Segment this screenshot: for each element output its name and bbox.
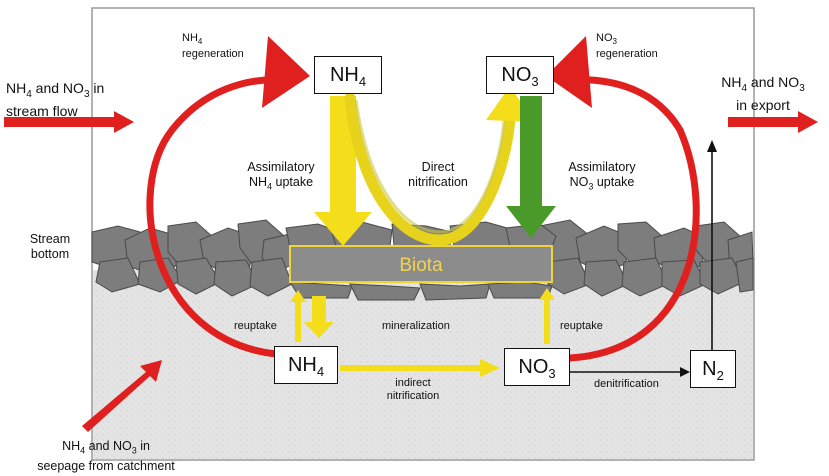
seepage-c: in [136,439,150,453]
no3-regeneration-label: NO3 regeneration [596,32,658,61]
no3-bottom-box: NO3 [504,348,570,386]
inflow-label: NH4 and NO3 in stream flow [6,80,104,120]
seepage-b: and NO [85,439,132,453]
seepage-line2: seepage from catchment [37,458,175,473]
assim-nh4-a: NH [248,175,268,189]
reuptake-left-label: reuptake [234,320,277,332]
direct-nitrification-arrow [344,92,516,246]
reuptake-right-arrow [539,288,555,344]
no3-top-box: NO3 [486,56,554,94]
n2-box: N2 [690,350,736,388]
export-line2: in export [736,96,790,113]
reuptake-left-arrow [290,290,306,342]
seepage-arrow [82,360,162,432]
nh4-regen-sub: 4 [197,37,203,47]
inflow-b: and NO [31,80,84,96]
no3-bottom-sub: 3 [548,366,556,381]
export-b: and NO [747,74,800,90]
no3-top-sub: 3 [531,74,539,89]
inflow-c: in [89,80,105,96]
seepage-a: NH [62,439,81,453]
indirect-line2: nitrification [386,390,440,402]
seepage-b-sub: 3 [131,445,137,456]
no3-regeneration-arrow [566,76,700,362]
biota-box: Biota [289,245,553,283]
indirect-nitrification-label: indirect nitrification [368,377,458,403]
inflow-arrow [4,111,134,133]
nh4-bottom-box: NH4 [274,346,338,384]
mineralization-arrow [304,296,334,338]
nh4-top-sub: 4 [358,74,367,89]
denitrification-arrowhead [680,367,690,377]
assim-no3-a: NO [569,175,589,189]
direct-nitrification-label: Direct nitrification [388,160,488,190]
direct-nitrification-shade [354,99,506,234]
n2-export-arrowhead [707,140,717,152]
nh4-top-base: NH [329,64,359,86]
no3-regen-pre: NO [596,32,613,44]
no3-regen-post: regeneration [596,48,658,61]
export-b-sub: 3 [799,82,805,94]
assimilatory-no3-arrow [506,96,556,238]
assim-no3-line1: Assimilatory [568,160,636,174]
no3-regen-sub: 3 [612,37,617,47]
assim-nh4-line1: Assimilatory [247,160,315,174]
nh4-bottom-base: NH [287,354,317,376]
seepage-label: NH4 and NO3 in seepage from catchment [18,439,194,474]
export-a-sub: 4 [741,82,748,94]
assim-no3-b: uptake [593,175,635,189]
assimilatory-nh4-label: Assimilatory NH4 uptake [236,160,326,195]
assimilatory-nh4-arrow [314,96,372,246]
assimilatory-no3-label: Assimilatory NO3 uptake [556,160,648,195]
nh4-bottom-sub: 4 [316,364,325,379]
direct-line2: nitrification [408,175,468,189]
export-label: NH4 and NO3 in export [700,74,826,114]
inflow-line2: stream flow [6,102,78,119]
no3-top-base: NO [501,64,532,86]
nh4-regen-pre: NH [182,32,198,44]
nh4-regen-post: regeneration [182,48,244,61]
inflow-a: NH [6,80,27,96]
nh4-regeneration-label: NH4 regeneration [182,32,244,61]
reuptake-right-label: reuptake [560,320,603,332]
stream-bottom-line2: bottom [30,247,70,261]
export-a: NH [721,74,742,90]
denitrification-label: denitrification [594,378,659,390]
no3-regeneration-arrowhead [546,36,592,108]
stream-bottom-line1: Stream [29,232,71,246]
n2-sub: 2 [716,368,724,383]
mineralization-label: mineralization [382,320,450,332]
indirect-nitrification-arrow [340,359,500,377]
stream-bottom-label: Stream bottom [18,232,82,262]
assim-nh4-sub: 4 [267,181,273,192]
direct-line1: Direct [421,160,455,174]
nh4-regeneration-arrow [146,76,286,358]
indirect-line1: indirect [395,377,431,389]
nh4-top-box: NH4 [314,56,382,94]
export-arrow [728,111,818,133]
seepage-a-sub: 4 [80,445,86,456]
no3-bottom-base: NO [518,356,549,378]
n2-base: N [702,358,717,380]
assim-no3-sub: 3 [588,181,594,192]
inflow-a-sub: 4 [26,88,32,100]
inflow-b-sub: 3 [83,88,90,100]
nh4-regeneration-arrowhead [262,36,310,108]
assim-nh4-b: uptake [272,175,314,189]
sediment-layer [93,270,753,459]
